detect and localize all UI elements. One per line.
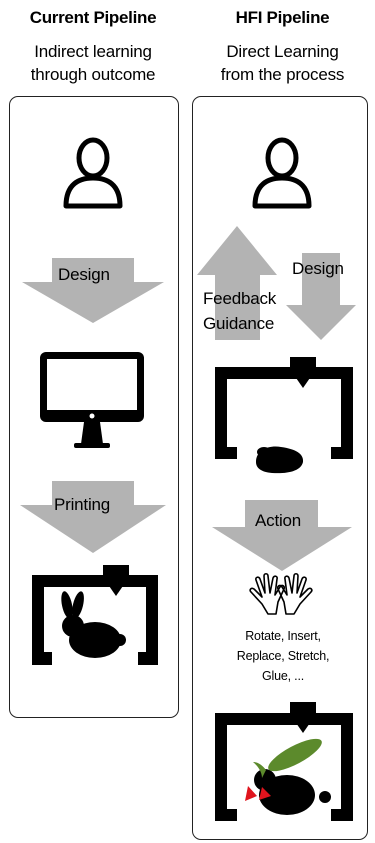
design-arrow-down <box>22 258 164 323</box>
feedback-arrow-up <box>197 226 277 340</box>
hfi-actions-line2: Replace, Stretch, <box>236 649 330 663</box>
hfi-pipeline-subtitle-line1: Direct Learning <box>226 42 339 61</box>
design-arrow-down <box>286 253 356 340</box>
user-icon <box>252 137 312 209</box>
hfi-actions-line1: Rotate, Insert, <box>245 629 321 643</box>
hfi-pipeline-subtitle-line2: from the process <box>220 65 345 84</box>
hfi-actions-line3: Glue, ... <box>262 669 304 683</box>
action-arrow-down <box>212 500 352 571</box>
printer-icon <box>215 357 353 459</box>
hfi-feedback-label-line2: Guidance <box>203 314 275 333</box>
printing-arrow-down <box>20 481 166 553</box>
current-design-label: Design <box>58 265 110 284</box>
current-pipeline-title: Current Pipeline <box>29 8 157 27</box>
monitor-icon <box>40 352 144 448</box>
current-pipeline-subtitle-line1: Indirect learning <box>34 42 152 61</box>
user-icon <box>63 137 123 209</box>
hfi-pipeline-title: HFI Pipeline <box>235 8 330 27</box>
partial-print-icon <box>256 446 304 474</box>
hfi-design-label: Design <box>292 259 344 278</box>
bunny-icon <box>61 591 126 658</box>
bunny-icon <box>245 738 331 815</box>
hands-icon <box>249 572 313 615</box>
hfi-action-label: Action <box>255 511 302 530</box>
printer-icon <box>32 565 158 665</box>
current-printing-label: Printing <box>54 495 111 514</box>
hfi-feedback-label-line1: Feedback <box>203 289 277 308</box>
current-pipeline-subtitle-line2: through outcome <box>30 65 156 84</box>
printer-icon <box>215 702 353 821</box>
